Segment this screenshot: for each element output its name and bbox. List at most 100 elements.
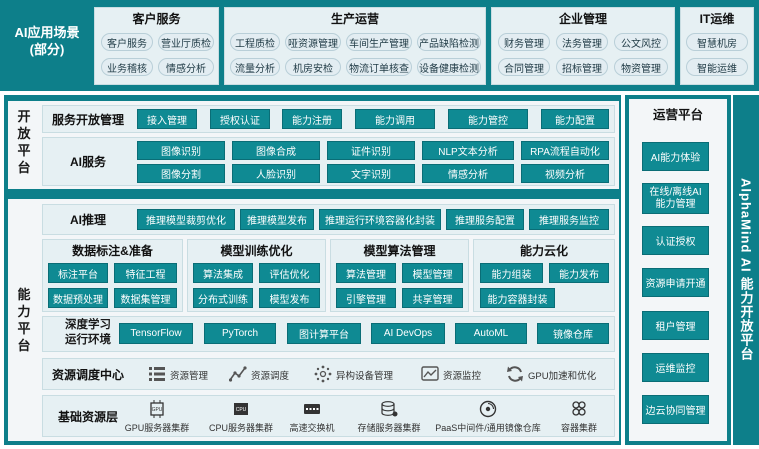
brand-strip <box>733 95 759 445</box>
scenario-item[interactable]: 工程质检 <box>230 33 280 51</box>
data-labeling-item[interactable]: 数据预处理 <box>48 288 108 308</box>
resource-scheduling-row <box>42 358 615 390</box>
model-training-item[interactable]: 算法集成 <box>193 263 253 283</box>
ai-service-item[interactable]: 文字识别 <box>327 164 415 183</box>
ai-service-title: AI服务 <box>69 154 106 169</box>
ops-item[interactable]: 边云协同管理 <box>642 395 709 424</box>
dl-env-title: 深度学习 运行环境 <box>65 319 111 346</box>
inference-item[interactable]: 推理服务监控 <box>529 209 609 230</box>
service-mgmt-item[interactable]: 授权认证 <box>210 109 270 129</box>
ai-service-item[interactable]: NLP文本分析 <box>422 141 514 160</box>
ops-item[interactable]: 资源申请开通 <box>642 268 709 297</box>
cloudify-item[interactable]: 能力容器封装 <box>480 288 555 308</box>
scenario-item[interactable]: 机房安检 <box>285 58 341 76</box>
refresh-icon <box>507 366 523 382</box>
service-mgmt-item[interactable]: 能力调用 <box>355 109 435 129</box>
algorithm-mgmt-item[interactable]: 共享管理 <box>402 288 463 308</box>
resource-item-label[interactable]: GPU加速和优化 <box>528 371 597 382</box>
cpu-chip-icon: CPU <box>234 403 248 415</box>
scenario-group-title: 客户服务 <box>132 11 181 26</box>
scenario-group-title: IT运维 <box>699 11 735 26</box>
scenario-item[interactable]: 客户服务 <box>101 33 153 51</box>
scenario-item[interactable]: 设备健康检测 <box>417 58 481 76</box>
scenario-item[interactable]: 车间生产管理 <box>346 33 412 51</box>
service-mgmt-item[interactable]: 能力管控 <box>448 109 528 129</box>
data-labeling-item[interactable]: 数据集管理 <box>114 288 177 308</box>
open-platform-label: 开 放 平 台 <box>17 109 31 175</box>
scenario-item[interactable]: 招标管理 <box>556 58 608 76</box>
service-mgmt-item[interactable]: 接入管理 <box>137 109 197 129</box>
model-training-item[interactable]: 分布式训练 <box>193 288 253 308</box>
dl-env-item[interactable]: 镜像仓库 <box>537 323 609 344</box>
base-item-label[interactable]: 容器集群 <box>560 423 597 433</box>
scenario-item[interactable]: 合同管理 <box>498 58 550 76</box>
scenario-item[interactable]: 营业厅质检 <box>158 33 214 51</box>
ai-service-item[interactable]: 图像合成 <box>232 141 320 160</box>
scenario-item[interactable]: 物资管理 <box>614 58 668 76</box>
ops-item[interactable]: 租户管理 <box>642 311 709 340</box>
ops-item[interactable]: AI能力体验 <box>642 142 709 171</box>
ops-item[interactable]: 运维监控 <box>642 353 709 382</box>
scenario-item[interactable]: 法务管理 <box>556 33 608 51</box>
scenario-item[interactable]: 产品缺陷检测 <box>417 33 481 51</box>
scenario-item[interactable]: 哑资源管理 <box>285 33 341 51</box>
dl-env-item[interactable]: PyTorch <box>204 323 276 344</box>
model-training-item[interactable]: 模型发布 <box>259 288 320 308</box>
resource-item-label[interactable]: 资源调度 <box>251 371 290 382</box>
dl-env-item[interactable]: TensorFlow <box>119 323 193 344</box>
algorithm-mgmt-item[interactable]: 算法管理 <box>336 263 396 283</box>
inference-item[interactable]: 推理服务配置 <box>446 209 524 230</box>
base-item-label[interactable]: PaaS中间件/通用镜像仓库 <box>435 423 541 433</box>
scenario-item[interactable]: 财务管理 <box>498 33 550 51</box>
resource-item-label[interactable]: 资源管理 <box>170 371 209 382</box>
inference-item[interactable]: 推理模型裁剪优化 <box>137 209 235 230</box>
scenarios-title-line2: (部分) <box>29 42 65 57</box>
scenarios-title: AI应用场景 (部分) <box>4 24 90 58</box>
model-training-item[interactable]: 评估优化 <box>259 263 320 283</box>
base-item-label[interactable]: GPU服务器集群 <box>124 423 190 433</box>
inference-item[interactable]: 推理运行环境容器化封装 <box>319 209 441 230</box>
cloudify-item[interactable]: 能力发布 <box>549 263 609 283</box>
scenario-item[interactable]: 情感分析 <box>158 58 214 76</box>
service-mgmt-item[interactable]: 能力注册 <box>282 109 342 129</box>
disc-icon <box>479 400 497 418</box>
base-resources-row <box>42 395 615 437</box>
service-mgmt-item[interactable]: 能力配置 <box>541 109 609 129</box>
dl-env-item[interactable]: 图计算平台 <box>287 323 361 344</box>
svg-text:CPU: CPU <box>236 407 247 413</box>
dl-env-item[interactable]: AI DevOps <box>371 323 445 344</box>
ai-service-item[interactable]: 视频分析 <box>521 164 609 183</box>
base-item-label[interactable]: 存储服务器集群 <box>357 423 421 433</box>
dl-env-item[interactable]: AutoML <box>455 323 527 344</box>
scenario-item[interactable]: 智能运维 <box>686 58 748 76</box>
base-item-label[interactable]: 高速交换机 <box>289 423 335 433</box>
ai-service-item[interactable]: 图像分割 <box>137 164 225 183</box>
algorithm-mgmt-item[interactable]: 引擎管理 <box>336 288 396 308</box>
resource-scheduling-title: 资源调度中心 <box>51 367 124 382</box>
ops-item[interactable]: 在线/离线AI 能力管理 <box>642 183 709 214</box>
scenario-item[interactable]: 物流订单核查 <box>346 58 412 76</box>
ai-service-item[interactable]: RPA流程自动化 <box>521 141 609 160</box>
service-mgmt-title: 服务开放管理 <box>51 112 124 127</box>
ai-service-item[interactable]: 人脸识别 <box>232 164 320 183</box>
ops-item[interactable]: 认证授权 <box>642 226 709 255</box>
resource-item-label[interactable]: 资源监控 <box>443 371 482 382</box>
base-item-label[interactable]: CPU服务器集群 <box>208 423 273 433</box>
ai-service-item[interactable]: 证件识别 <box>327 141 415 160</box>
scenario-item[interactable]: 业务稽核 <box>101 58 153 76</box>
data-labeling-item[interactable]: 标注平台 <box>48 263 108 283</box>
scenario-item[interactable]: 公文风控 <box>614 33 668 51</box>
gpu-chip-icon: GPU <box>150 400 164 418</box>
scenario-item[interactable]: 智慧机房 <box>686 33 748 51</box>
scenario-item[interactable]: 流量分析 <box>230 58 280 76</box>
capability-platform-label: 能 力 平 台 <box>17 287 31 353</box>
ai-service-item[interactable]: 图像识别 <box>137 141 225 160</box>
algorithm-mgmt-item[interactable]: 模型管理 <box>402 263 463 283</box>
inference-item[interactable]: 推理模型发布 <box>240 209 314 230</box>
data-labeling-item[interactable]: 特征工程 <box>114 263 177 283</box>
cloudify-item[interactable]: 能力组装 <box>480 263 543 283</box>
ai-service-item[interactable]: 情感分析 <box>422 164 514 183</box>
resource-item-label[interactable]: 异构设备管理 <box>336 371 394 382</box>
scenario-group-title: 生产运营 <box>330 11 379 26</box>
storage-icon <box>381 401 398 417</box>
